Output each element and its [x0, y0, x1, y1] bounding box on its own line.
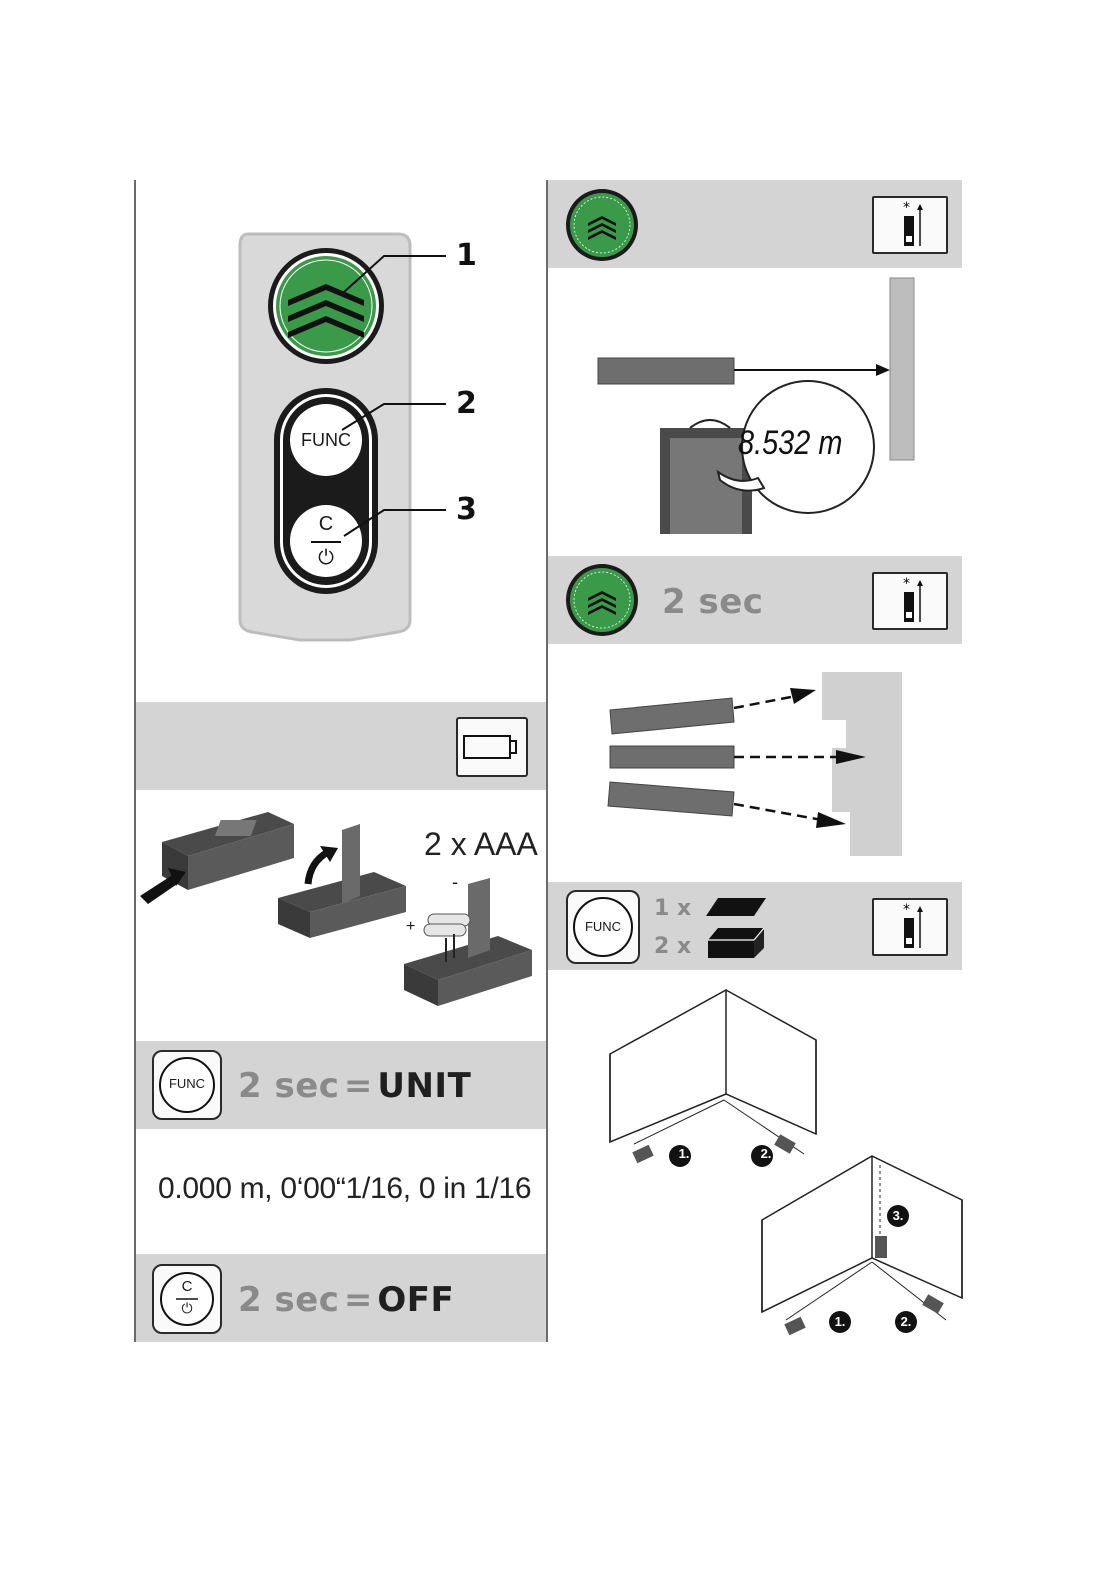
area-one-press: 1 x [654, 896, 691, 921]
distance-reading: 8.532 m [738, 424, 842, 463]
rear-reference-icon: * [874, 900, 946, 954]
battery-plus-sign: + [406, 918, 415, 936]
clear-button-divider [311, 541, 341, 543]
single-measure-illustration [560, 272, 960, 534]
area-step-1: 1. [674, 1146, 694, 1161]
func-button-icon-unit: FUNC [152, 1050, 222, 1120]
center-divider [546, 180, 548, 1342]
power-button-icon-off: C ⏻ [152, 1264, 222, 1334]
off-button-bottom: ⏻ [154, 1301, 220, 1317]
func-button-icon-area: FUNC [566, 890, 640, 964]
rear-reference-icon: * [874, 574, 946, 628]
battery-icon-box [456, 717, 528, 777]
volume-step-3: 3. [888, 1208, 908, 1223]
continuous-measure-illustration [600, 668, 910, 860]
unit-equals: = [344, 1066, 373, 1106]
area-two-press: 2 x [654, 934, 691, 959]
func-button-area-label: FUNC [568, 919, 638, 934]
off-equals: = [344, 1280, 373, 1320]
volume-icon [704, 926, 768, 960]
rear-reference-icon: * [874, 198, 946, 252]
volume-step-1: 1. [830, 1314, 850, 1329]
svg-text:*: * [903, 576, 910, 592]
svg-text:*: * [903, 902, 910, 918]
off-button-top: C [154, 1278, 220, 1295]
rear-reference-box-1: * [872, 196, 948, 254]
battery-minus-sign: - [452, 872, 458, 893]
callout-1: 1 [456, 238, 477, 273]
power-icon: ⏻ [311, 545, 341, 569]
unit-duration: 2 sec [238, 1066, 339, 1106]
measure-button-icon [564, 187, 640, 263]
off-duration: 2 sec [238, 1280, 339, 1320]
clear-button-label: C [311, 513, 341, 536]
volume-room-illustration [756, 1150, 972, 1346]
continuous-duration: 2 sec [662, 582, 763, 622]
area-icon [704, 896, 768, 918]
unit-values: 0.000 m, 0‘00“1/16, 0 in 1/16 [158, 1172, 531, 1206]
svg-text:*: * [903, 200, 910, 216]
func-button-icon-label: FUNC [154, 1076, 220, 1091]
rear-reference-box-2: * [872, 572, 948, 630]
callout-lines [340, 240, 460, 540]
rear-reference-box-3: * [872, 898, 948, 956]
callout-2: 2 [456, 386, 477, 421]
unit-instruction: 2 sec = UNIT [238, 1066, 471, 1106]
off-action: OFF [377, 1280, 454, 1320]
callout-3: 3 [456, 492, 477, 527]
volume-step-2: 2. [896, 1314, 916, 1329]
battery-icon [458, 719, 526, 775]
battery-count-text: 2 x AAA [424, 826, 538, 863]
off-instruction: 2 sec = OFF [238, 1280, 454, 1320]
measure-button-icon-continuous [564, 562, 640, 638]
unit-action: UNIT [377, 1066, 471, 1106]
